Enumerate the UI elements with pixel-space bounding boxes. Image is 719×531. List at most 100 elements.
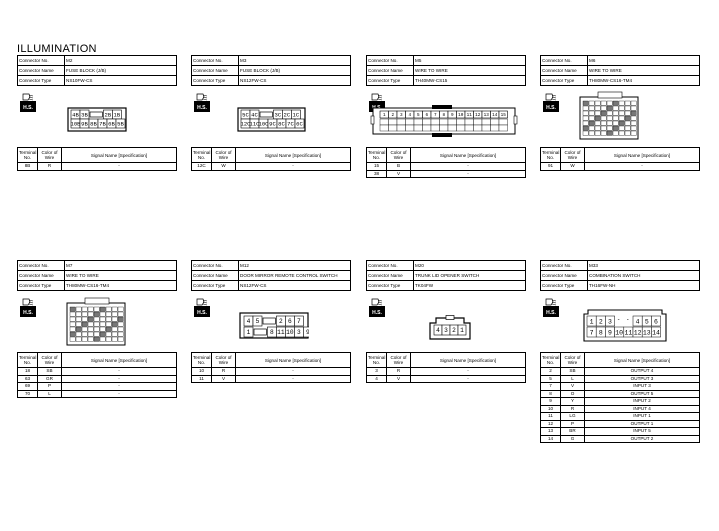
terminal-no-header: Terminal No.	[17, 352, 38, 368]
svg-text:4B: 4B	[72, 111, 79, 118]
terminal-no: 12	[540, 419, 561, 428]
wire-color: SB	[37, 367, 62, 376]
signal-name: OUTPUT 5	[584, 389, 700, 398]
wire-color: P	[560, 419, 585, 428]
signal-name: -	[61, 162, 177, 171]
signal-name-header: Signal Name [Specification]	[61, 352, 177, 368]
svg-text:7: 7	[297, 318, 301, 325]
svg-text:8B: 8B	[90, 120, 97, 127]
color-of-wire-header: Color of Wire	[386, 147, 411, 163]
terminal-no: 18	[17, 367, 38, 376]
connector-no-value: M2	[64, 55, 177, 66]
wire-color: Y	[560, 397, 585, 406]
svg-text:H.S.: H.S.	[197, 310, 207, 316]
connector-no-label: Connector No.	[17, 260, 65, 271]
connector-no-value: M5	[413, 55, 526, 66]
connector-no-value: M7	[64, 260, 177, 271]
terminal-no-header: Terminal No.	[366, 352, 387, 368]
harness-side-icon: H.S.	[194, 298, 210, 317]
terminal-no: 10	[191, 367, 212, 376]
svg-text:8: 8	[270, 329, 274, 336]
harness-side-icon: H.S.	[20, 93, 36, 112]
wire-color: P	[37, 382, 62, 391]
signal-name: OUTPUT 1	[584, 419, 700, 428]
connector-name-label: Connector Name	[17, 270, 65, 281]
connector-no-label: Connector No.	[540, 55, 588, 66]
signal-name-header: Signal Name [Specification]	[235, 352, 351, 368]
svg-text:14: 14	[652, 330, 660, 337]
color-of-wire-header: Color of Wire	[386, 352, 411, 368]
svg-text:7: 7	[590, 330, 594, 337]
wire-color: V	[386, 169, 411, 178]
connector-no-value: M20	[413, 260, 526, 271]
svg-text:6: 6	[425, 113, 428, 118]
svg-text:13: 13	[643, 330, 651, 337]
connector-name-label: Connector Name	[540, 270, 588, 281]
signal-name-header: Signal Name [Specification]	[584, 352, 700, 368]
wire-color: V	[560, 382, 585, 391]
svg-text:H.S.: H.S.	[23, 105, 33, 111]
table-row: 12 P OUTPUT 1	[540, 419, 700, 428]
connector-type-value: TK04FW	[413, 280, 526, 291]
signal-name: OUTPUT 2	[584, 434, 700, 443]
signal-name: -	[61, 389, 177, 398]
terminal-no: 14	[540, 434, 561, 443]
connector-name-value: FUSE BLOCK (J/B)	[64, 65, 177, 76]
signal-name: INPUT 3	[584, 382, 700, 391]
connector-type-label: Connector Type	[540, 280, 588, 291]
table-row: 7 V INPUT 3	[540, 382, 700, 391]
wire-color: V	[386, 374, 411, 383]
connector-diagram: 4 5 2 6 7 1 8 11 10 3 9	[239, 312, 309, 339]
svg-text:3C: 3C	[274, 111, 281, 118]
svg-text:2B: 2B	[105, 111, 112, 118]
table-row: 12C W -	[191, 162, 351, 171]
connector-no-value: M33	[587, 260, 700, 271]
svg-text:12: 12	[634, 330, 642, 337]
wire-color: L	[560, 374, 585, 383]
connector-name-value: WIRE TO WIRE	[413, 65, 526, 76]
svg-text:14: 14	[492, 113, 498, 118]
color-of-wire-header: Color of Wire	[211, 352, 236, 368]
svg-text:8: 8	[599, 330, 603, 337]
connector-diagram	[579, 91, 639, 140]
svg-text:2: 2	[279, 318, 283, 325]
terminal-no: 10	[540, 404, 561, 413]
svg-text:3B: 3B	[81, 111, 88, 118]
table-row: 13 BR INPUT 5	[540, 427, 700, 436]
terminal-no-header: Terminal No.	[540, 352, 561, 368]
signal-name: -	[235, 374, 351, 383]
connector-type-value: TH40MW-CS15	[413, 75, 526, 86]
connector-diagram: 5C 4C 3C 2C 1C 12C 11C 10C 9C 8C 7C 6C	[236, 107, 306, 132]
wire-color: R	[37, 162, 62, 171]
color-of-wire-header: Color of Wire	[37, 352, 62, 368]
svg-text:9: 9	[608, 330, 612, 337]
svg-text:3: 3	[444, 327, 448, 334]
wire-color: R	[560, 404, 585, 413]
svg-text:6C: 6C	[296, 120, 303, 127]
connector-type-label: Connector Type	[366, 280, 414, 291]
wire-color: SB	[560, 367, 585, 376]
svg-text:H.S.: H.S.	[197, 105, 207, 111]
wire-color: R	[211, 367, 236, 376]
connector-diagram: 4B 3B 2B 1B 10B 9B 8B 7B 6B 5B	[67, 107, 127, 132]
svg-text:1: 1	[460, 327, 464, 334]
signal-name: -	[235, 162, 351, 171]
svg-text:1: 1	[590, 319, 594, 326]
signal-name: -	[584, 162, 700, 171]
connector-name-value: COMBINATION SWITCH	[587, 270, 700, 281]
color-of-wire-header: Color of Wire	[560, 147, 585, 163]
svg-text:5: 5	[645, 319, 649, 326]
connector-type-value: TH80MW-CS16-TM4	[64, 280, 177, 291]
svg-text:5C: 5C	[242, 111, 249, 118]
